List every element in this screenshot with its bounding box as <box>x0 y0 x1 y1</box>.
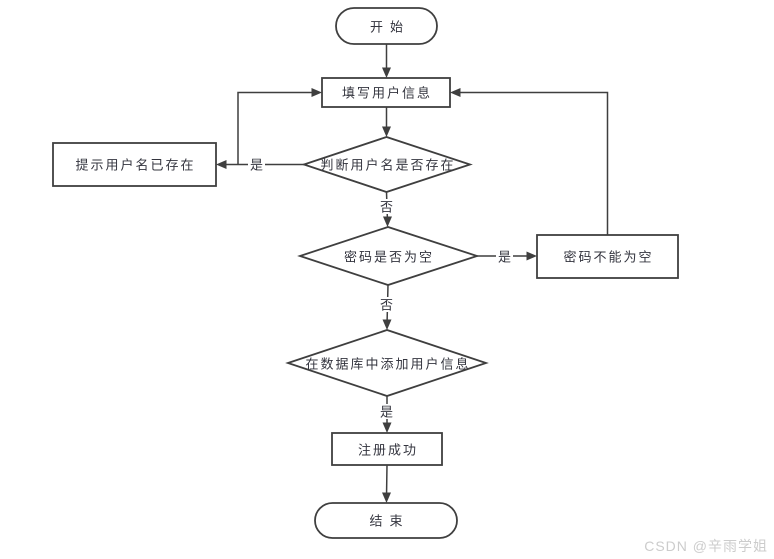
edge-prompt-return-to-fill-info <box>237 88 322 165</box>
decision-shape <box>301 136 473 193</box>
edge-label-yes: 是 <box>498 250 511 265</box>
process-shape <box>536 234 679 279</box>
edge-password-empty-yes: 是 <box>477 249 537 265</box>
edge-check-username-yes: 是 <box>216 157 304 173</box>
process-shape <box>321 77 451 108</box>
arrow-down-icon <box>383 216 392 227</box>
process-shape <box>52 142 217 187</box>
node-password-required: 密码不能为空 <box>536 234 679 279</box>
node-start: 开始 <box>335 7 438 45</box>
node-add-to-database: 在数据库中添加用户信息 <box>285 329 489 397</box>
edge-label-yes: 是 <box>380 405 393 420</box>
arrow-down-icon <box>382 492 391 503</box>
arrow-down-icon <box>382 422 392 433</box>
node-prompt-exists-label: 提示用户名已存在 <box>75 158 195 173</box>
edge-label-background <box>378 199 395 214</box>
node-register-success-label: 注册成功 <box>358 443 418 458</box>
arrow-down-icon <box>382 67 391 78</box>
process-shape <box>331 432 443 466</box>
csdn-watermark: CSDN @辛雨学姐 <box>644 538 768 554</box>
node-register-success: 注册成功 <box>331 432 443 466</box>
edge-line <box>237 91 316 165</box>
terminator-shape <box>314 502 458 539</box>
edge-register-success-to-end <box>382 464 391 503</box>
decision-shape <box>285 329 489 397</box>
edge-label-no: 否 <box>380 200 393 215</box>
node-end: 结束 <box>314 502 458 539</box>
edge-label-background <box>378 404 395 419</box>
node-prompt-exists: 提示用户名已存在 <box>52 142 217 187</box>
node-end-label: 结束 <box>369 514 409 529</box>
arrow-down-icon <box>382 126 391 137</box>
arrow-down-icon <box>382 319 392 330</box>
edge-line <box>456 91 609 235</box>
edge-password-required-return-to-fill-info <box>450 88 609 235</box>
node-fill-info-label: 填写用户信息 <box>342 86 432 101</box>
node-password-empty-label: 密码是否为空 <box>344 250 434 265</box>
arrow-left-icon <box>450 88 461 97</box>
arrow-left-icon <box>216 160 227 169</box>
node-password-required-label: 密码不能为空 <box>563 250 653 265</box>
edge-fill-info-to-check-username <box>382 107 391 137</box>
node-check-username: 判断用户名是否存在 <box>301 136 473 193</box>
edge-line <box>385 464 388 498</box>
edge-label-background <box>248 157 265 172</box>
node-start-label: 开始 <box>370 20 410 35</box>
edge-label-no: 否 <box>380 298 393 313</box>
arrow-right-icon <box>526 251 537 261</box>
decision-shape <box>297 226 480 286</box>
arrow-right-icon <box>311 88 322 97</box>
terminator-shape <box>335 7 438 45</box>
edge-password-empty-no: 否 <box>378 284 395 330</box>
edge-add-to-database-yes: 是 <box>378 396 395 433</box>
edge-label-yes: 是 <box>250 158 263 173</box>
edge-label-background <box>378 297 395 312</box>
edge-check-username-no: 否 <box>378 191 395 227</box>
node-fill-info: 填写用户信息 <box>321 77 451 108</box>
node-password-empty: 密码是否为空 <box>297 226 480 286</box>
node-add-to-database-label: 在数据库中添加用户信息 <box>305 357 470 372</box>
edge-start-to-fill-info <box>382 44 391 78</box>
node-check-username-label: 判断用户名是否存在 <box>320 158 455 173</box>
edge-label-background <box>496 249 513 264</box>
